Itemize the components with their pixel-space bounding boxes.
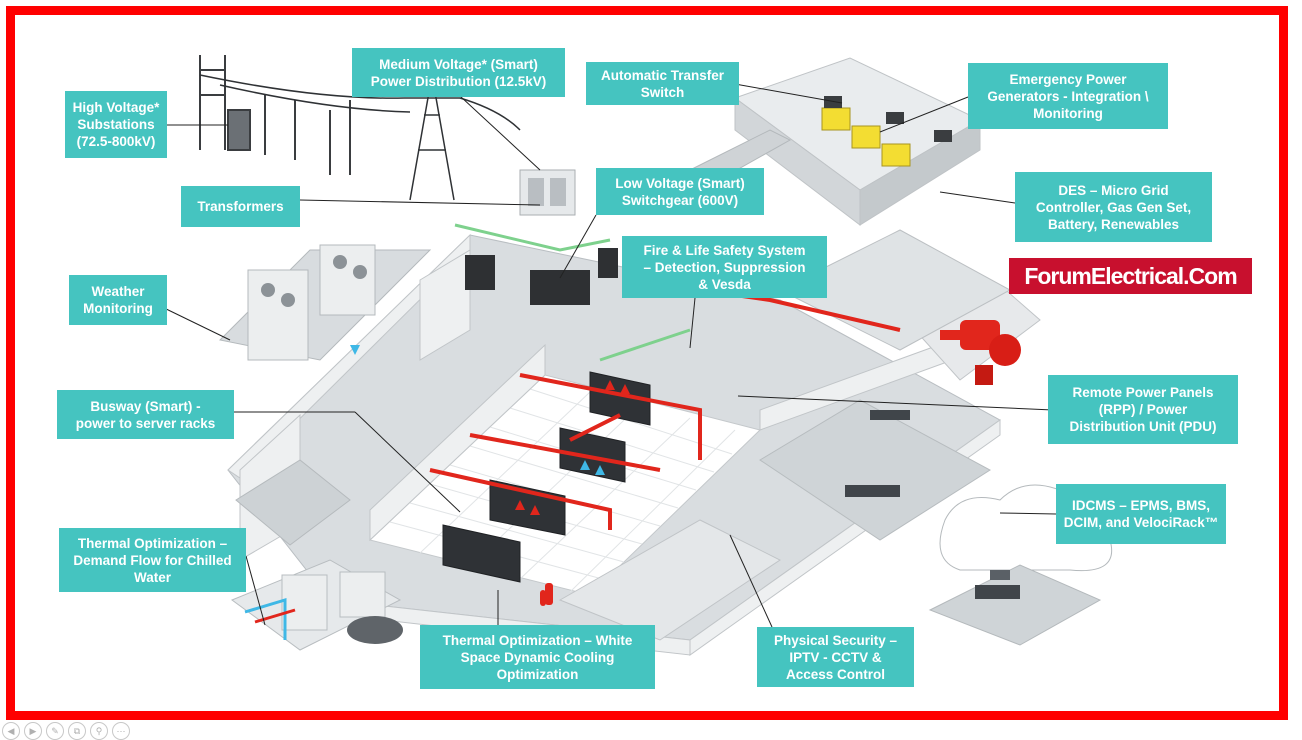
pole-transformer [519, 169, 576, 216]
generator-building [733, 57, 982, 227]
substation [199, 55, 351, 175]
idcms-label: IDCMS – EPMS, BMS, DCIM, and VelociRack™ [1056, 484, 1226, 544]
zoom-icon[interactable]: ⚲ [90, 722, 108, 740]
office-floor [235, 459, 351, 546]
leader-lines [159, 83, 1057, 628]
chilled-water-plant [230, 559, 403, 651]
green-piping [454, 223, 691, 362]
more-icon[interactable]: ⋯ [112, 722, 130, 740]
automatic-transfer-switch-label: Automatic Transfer Switch [586, 62, 739, 105]
cold-arrows [350, 345, 605, 475]
cooling-arrows [515, 380, 630, 515]
next-icon[interactable]: ▶ [24, 722, 42, 740]
medium-voltage-distribution-label: Medium Voltage* (Smart) Power Distributi… [352, 48, 565, 97]
remote-power-panels-label: Remote Power Panels (RPP) / Power Distri… [1048, 375, 1238, 444]
fire-extinguishers [540, 583, 553, 606]
high-voltage-substations-label: High Voltage* Substations (72.5-800kV) [65, 91, 167, 158]
weather-monitoring-label: Weather Monitoring [69, 275, 167, 325]
forumelectrical-logo: ForumElectrical.Com [1009, 258, 1252, 294]
fire-pump [940, 320, 1021, 385]
thermal-white-space-label: Thermal Optimization – White Space Dynam… [420, 625, 655, 689]
prev-icon[interactable]: ◀ [2, 722, 20, 740]
control-desks [845, 410, 910, 497]
physical-security-label: Physical Security – IPTV - CCTV & Access… [757, 627, 914, 687]
control-room-floor [759, 399, 991, 541]
thermal-chilled-water-label: Thermal Optimization – Demand Flow for C… [59, 528, 246, 592]
copy-icon[interactable]: ⧉ [68, 722, 86, 740]
busway-label: Busway (Smart) - power to server racks [57, 390, 234, 439]
slideshow-toolbar: ◀ ▶ ✎ ⧉ ⚲ ⋯ [2, 722, 130, 740]
transformers-label: Transformers [181, 186, 300, 227]
pen-icon[interactable]: ✎ [46, 722, 64, 740]
cooling-yard [218, 244, 432, 361]
des-microgrid-label: DES – Micro Grid Controller, Gas Gen Set… [1015, 172, 1212, 242]
low-voltage-switchgear-label: Low Voltage (Smart) Switchgear (600V) [596, 168, 764, 215]
switchgear [465, 248, 618, 305]
fire-life-safety-label: Fire & Life Safety System – Detection, S… [622, 236, 827, 298]
server-racks [442, 371, 651, 583]
emergency-generators-label: Emergency Power Generators - Integration… [968, 63, 1168, 129]
